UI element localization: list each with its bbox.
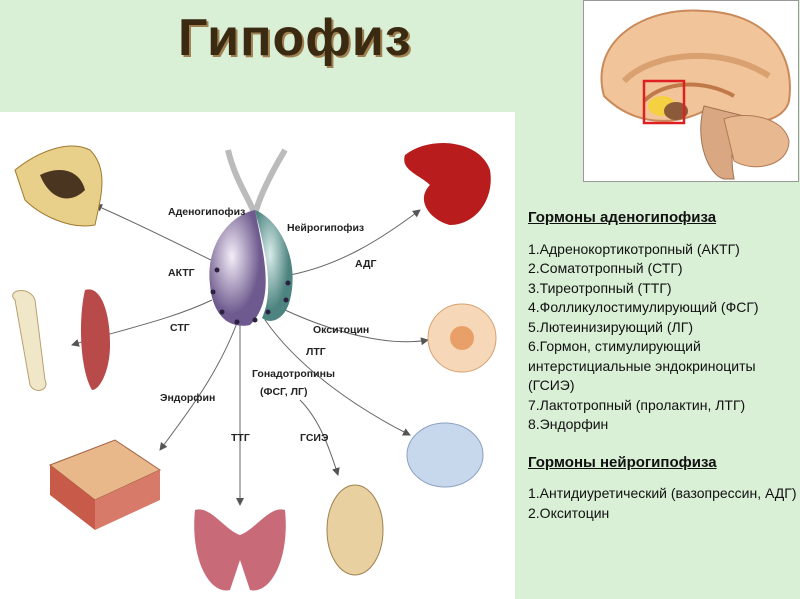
label-gsie: ГСИЭ bbox=[300, 432, 329, 444]
arrow-gsie bbox=[299, 399, 340, 476]
label-fsg-lg: (ФСГ, ЛГ) bbox=[260, 386, 308, 398]
bone-image bbox=[12, 290, 47, 391]
list-item: 5.Лютеинизирующий (ЛГ) bbox=[528, 318, 693, 335]
adeno-heading: Гормоны аденогипофиза bbox=[528, 209, 717, 226]
testis-image bbox=[326, 484, 384, 576]
list-item: 7.Лактотропный (пролактин, ЛТГ) bbox=[528, 396, 746, 413]
pituitary-highlight-box bbox=[642, 79, 686, 125]
label-neurohypophysis: Нейрогипофиз bbox=[287, 222, 365, 234]
list-item: 2.Окситоцин bbox=[528, 504, 610, 521]
adeno-list: 1.Адренокортикотропный (АКТГ) 2.Соматотр… bbox=[528, 240, 798, 435]
label-gonadotropins: Гонадотропины bbox=[252, 368, 335, 380]
label-endorphin: Эндорфин bbox=[160, 392, 216, 404]
brain-illustration bbox=[583, 0, 799, 182]
neuro-heading: Гормоны нейрогипофиза bbox=[528, 453, 717, 471]
list-item: 6.Гормон, стимулирующий интерстициальные… bbox=[528, 338, 756, 393]
label-ttg: ТТГ bbox=[231, 432, 250, 444]
neurohypophysis-shape bbox=[255, 210, 293, 321]
label-ltg: ЛТГ bbox=[306, 346, 326, 358]
page-title: Гипофиз bbox=[178, 9, 412, 67]
label-adg: АДГ bbox=[355, 258, 377, 270]
list-item: 2.Соматотропный (СТГ) bbox=[528, 260, 683, 276]
list-item: 4.Фолликулостимулирующий (ФСГ) bbox=[528, 299, 759, 315]
arrow-adg bbox=[289, 209, 421, 276]
label-stg: СТГ bbox=[170, 322, 190, 334]
arrow-ltg bbox=[284, 309, 429, 346]
neuro-list: 1.Антидиуретический (вазопрессин, АДГ) 2… bbox=[528, 484, 798, 523]
kidney-image bbox=[404, 143, 491, 225]
list-item: 8.Эндорфин bbox=[528, 416, 609, 432]
label-oxytocin: Окситоцин bbox=[313, 324, 370, 336]
adenohypophysis-shape bbox=[209, 210, 266, 326]
list-item: 3.Тиреотропный (ТТГ) bbox=[528, 279, 672, 296]
list-item: 1.Адренокортикотропный (АКТГ) bbox=[528, 240, 740, 257]
ovary-image bbox=[406, 422, 484, 488]
thyroid-image bbox=[194, 509, 286, 591]
arrow-actg bbox=[94, 204, 216, 263]
arrow-endorphin bbox=[159, 319, 239, 451]
muscle-image bbox=[80, 289, 110, 390]
pituitary-diagram: Аденогипофиз Нейрогипофиз АКТГ АДГ СТГ О… bbox=[0, 112, 515, 599]
label-adenohypophysis: Аденогипофиз bbox=[168, 206, 246, 218]
label-actg: АКТГ bbox=[168, 267, 195, 279]
list-item: 1.Антидиуретический (вазопрессин, АДГ) bbox=[528, 485, 797, 501]
arrow-fsg bbox=[264, 319, 411, 436]
hormone-lists: Гормоны аденогипофиза 1.Адренокортикотро… bbox=[528, 208, 798, 541]
